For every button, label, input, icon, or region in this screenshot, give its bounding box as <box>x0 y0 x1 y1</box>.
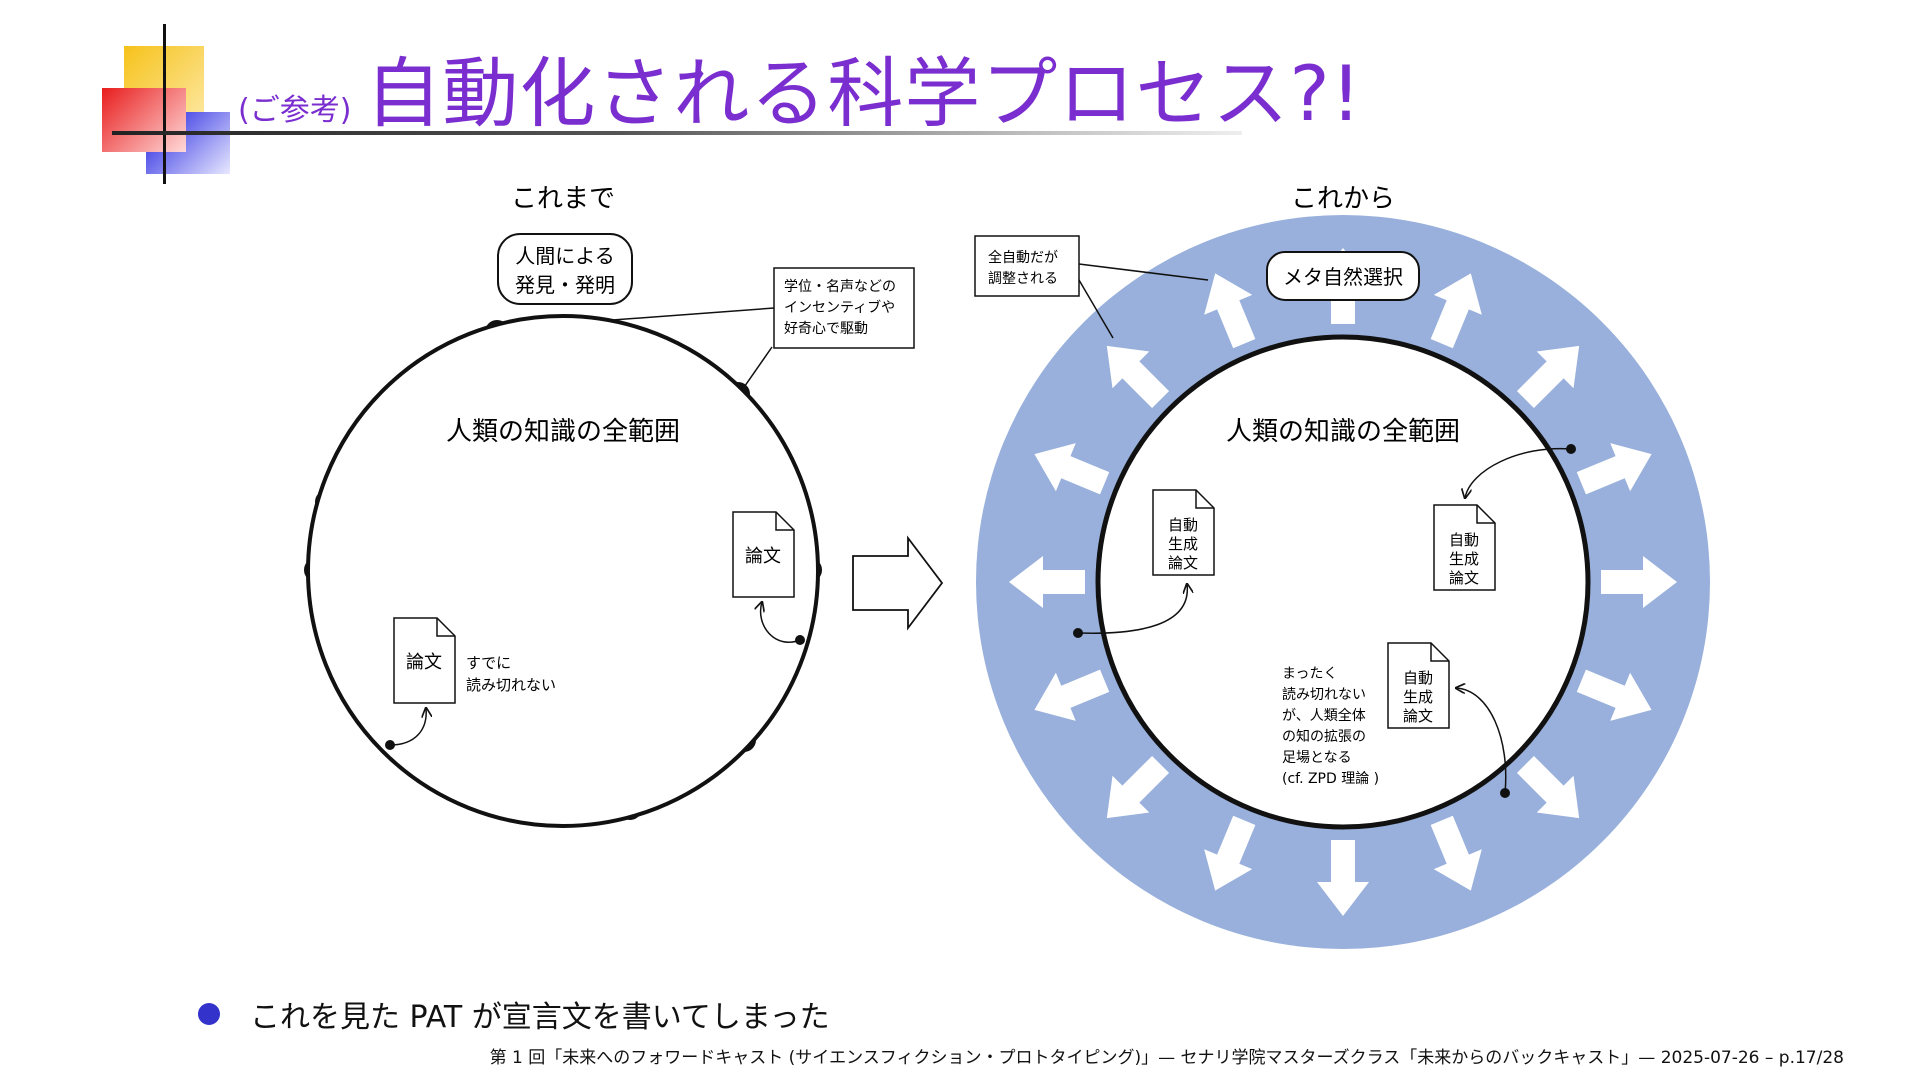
right-heading: これから <box>1291 184 1395 214</box>
zpd-note: まったく 読み切れない が、人類全体 の知の拡張の 足場となる (cf. ZPD… <box>1282 666 1379 787</box>
outward-arrow <box>1576 443 1652 495</box>
right-arrow-2 <box>1465 447 1572 498</box>
paper-label-left: 論文 <box>406 652 442 673</box>
outward-arrow <box>1204 815 1256 891</box>
transition-arrow <box>852 535 944 631</box>
right-circle-label: 人類の知識の全範囲 <box>1226 417 1460 447</box>
paper-label-right: 論文 <box>745 546 781 567</box>
left-arrow-left <box>389 708 426 746</box>
outward-arrow <box>1516 755 1580 819</box>
left-circle-label: 人類の知識の全範囲 <box>446 417 680 447</box>
right-knowledge-circle <box>1095 334 1591 830</box>
incentive-line-1: 学位・名声などの <box>784 279 896 295</box>
outward-arrow <box>1430 273 1482 349</box>
auto-paper-2-line-1: 自動 <box>1449 531 1479 549</box>
human-discovery-box: 人間による 発見・発明 <box>497 233 633 305</box>
auto-paper-2-line-3: 論文 <box>1449 569 1479 587</box>
meta-selection-label: メタ自然選択 <box>1283 265 1403 289</box>
auto-note-box: 全自動だが 調整される <box>974 235 1080 297</box>
outward-arrow <box>1204 273 1256 349</box>
outward-arrow <box>1009 556 1085 608</box>
title-main: 自動化される科学プロセス?! <box>365 49 1363 138</box>
outward-arrow <box>1106 345 1170 409</box>
bullet-dot <box>198 1003 220 1025</box>
auto-note-pointer-1 <box>1078 263 1209 281</box>
outward-arrow <box>1516 345 1580 409</box>
auto-paper-1-line-1: 自動 <box>1168 516 1198 534</box>
outward-arrow <box>1317 840 1369 916</box>
incentive-note-box: 学位・名声などの インセンティブや 好奇心で駆動 <box>773 267 915 349</box>
incentive-line-2: インセンティブや <box>784 299 895 316</box>
title-prefix: (ご参考) <box>238 93 352 128</box>
meta-selection-box: メタ自然選択 <box>1266 251 1420 301</box>
auto-paper-1-line-3: 論文 <box>1168 554 1198 572</box>
left-paper-doc-right: 論文 <box>732 511 795 598</box>
auto-note-line-2: 調整される <box>988 271 1058 287</box>
bullet-item: これを見た PAT が宣言文を書いてしまった <box>198 992 830 1036</box>
outward-arrow <box>1430 815 1482 891</box>
auto-paper-2-line-2: 生成 <box>1449 550 1479 568</box>
auto-paper-3-line-3: 論文 <box>1403 707 1433 725</box>
outward-arrow <box>1034 669 1110 721</box>
zpd-note-line-1: まったく <box>1282 666 1337 682</box>
left-heading: これまで <box>511 184 615 214</box>
bullet-text: これを見た PAT が宣言文を書いてしまった <box>250 1000 830 1035</box>
auto-paper-doc-3: 自動 生成 論文 <box>1387 642 1450 729</box>
page-title: (ご参考) 自動化される科学プロセス?! <box>238 32 1362 138</box>
discovery-line-1: 人間による <box>515 244 614 268</box>
outward-arrow <box>1601 556 1677 608</box>
knowledge-diagram: これまで 人間による 発見・発明 学位・名声などの インセンティブや 好奇心で駆… <box>304 184 1710 949</box>
auto-paper-1-line-2: 生成 <box>1168 535 1198 553</box>
right-arrow-3 <box>1456 688 1507 794</box>
discovery-line-2: 発見・発明 <box>515 273 615 297</box>
auto-note-line-1: 全自動だが <box>988 249 1058 266</box>
outward-arrow <box>1034 443 1110 495</box>
incentive-line-3: 好奇心で駆動 <box>784 320 868 337</box>
unread-note-line-2: 読み切れない <box>466 676 556 694</box>
right-arrow-1 <box>1077 584 1187 634</box>
zpd-note-line-4: の知の拡張の <box>1282 728 1366 745</box>
deco-red-square <box>102 88 186 152</box>
zpd-note-line-3: が、人類全体 <box>1282 707 1366 724</box>
left-paper-doc-left: 論文 <box>393 617 456 704</box>
auto-paper-doc-1: 自動 生成 論文 <box>1152 489 1215 576</box>
zpd-note-line-5: 足場となる <box>1282 750 1352 766</box>
title-underline <box>112 131 1242 135</box>
zpd-note-line-2: 読み切れない <box>1282 686 1366 703</box>
unread-note-line-1: すでに <box>466 654 511 672</box>
outward-arrow <box>1576 669 1652 721</box>
deco-vertical-line <box>163 24 166 184</box>
auto-paper-doc-2: 自動 生成 論文 <box>1433 504 1496 591</box>
outward-arrow <box>1106 755 1170 819</box>
auto-paper-3-line-2: 生成 <box>1403 688 1433 706</box>
auto-paper-3-line-1: 自動 <box>1403 669 1433 687</box>
left-arrow-right <box>761 602 801 643</box>
zpd-note-line-6: (cf. ZPD 理論 ) <box>1282 771 1379 787</box>
footer-citation: 第 1 回「未来へのフォワードキャスト (サイエンスフィクション・プロトタイピン… <box>489 1048 1844 1068</box>
auto-note-pointer-2 <box>1078 279 1114 339</box>
